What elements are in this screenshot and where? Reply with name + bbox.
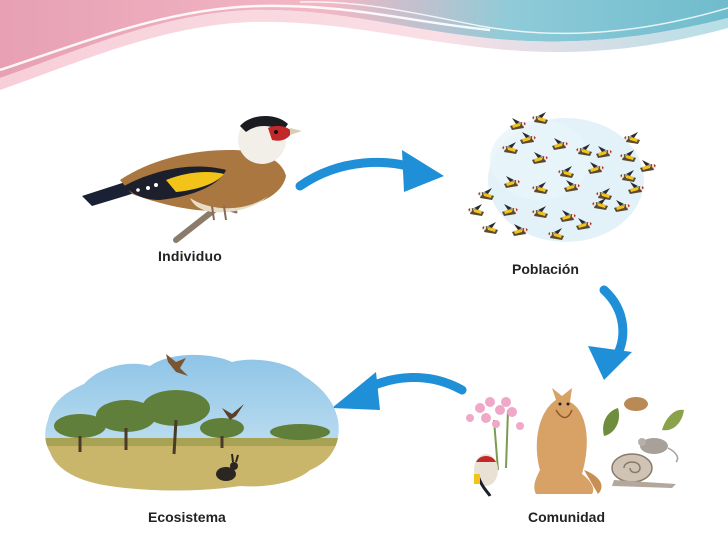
label-community: Comunidad: [528, 509, 605, 525]
flock-bird: [614, 200, 631, 212]
flock-bird: [504, 176, 521, 188]
flock-bird: [531, 206, 548, 218]
flock-bird: [467, 204, 484, 216]
flock-bird: [557, 166, 574, 178]
flock-bird: [532, 152, 549, 164]
flock-bird: [481, 222, 498, 234]
flock-bird: [591, 198, 608, 210]
flock-bird: [628, 182, 645, 194]
flock-bird: [623, 132, 640, 144]
flock-bird: [595, 188, 612, 200]
flock-bird: [502, 204, 519, 216]
label-ecosystem: Ecosistema: [148, 509, 226, 525]
cycle-arrow-icon: [295, 150, 444, 192]
flock-bird: [576, 218, 593, 230]
flock-bird: [588, 162, 605, 174]
flock-bird: [520, 132, 537, 144]
label-population: Población: [512, 261, 579, 277]
flock-bird: [531, 112, 548, 124]
flock-bird: [619, 150, 636, 162]
flock-bird: [640, 160, 657, 172]
cycle-arrow-icon: [588, 285, 632, 380]
flock-bird: [560, 210, 577, 222]
flock-birds: [467, 112, 657, 240]
flock-bird: [477, 188, 494, 200]
flock-bird: [564, 180, 581, 192]
flock-bird: [531, 182, 548, 194]
header-banner: [0, 0, 728, 90]
flock-bird: [552, 138, 569, 150]
label-individual: Individuo: [158, 248, 222, 264]
community-icon: [466, 388, 684, 497]
cycle-arrow-icon: [332, 372, 467, 410]
flock-bird: [512, 224, 529, 236]
goldfinch-icon: [82, 115, 302, 243]
flock-bird: [547, 228, 564, 240]
flock-bird: [575, 144, 592, 156]
flock-bird: [596, 146, 613, 158]
flock-bird: [510, 118, 527, 130]
flock-bird: [501, 142, 518, 154]
ecosystem-icon: [45, 354, 339, 491]
flock-bird: [619, 170, 636, 182]
